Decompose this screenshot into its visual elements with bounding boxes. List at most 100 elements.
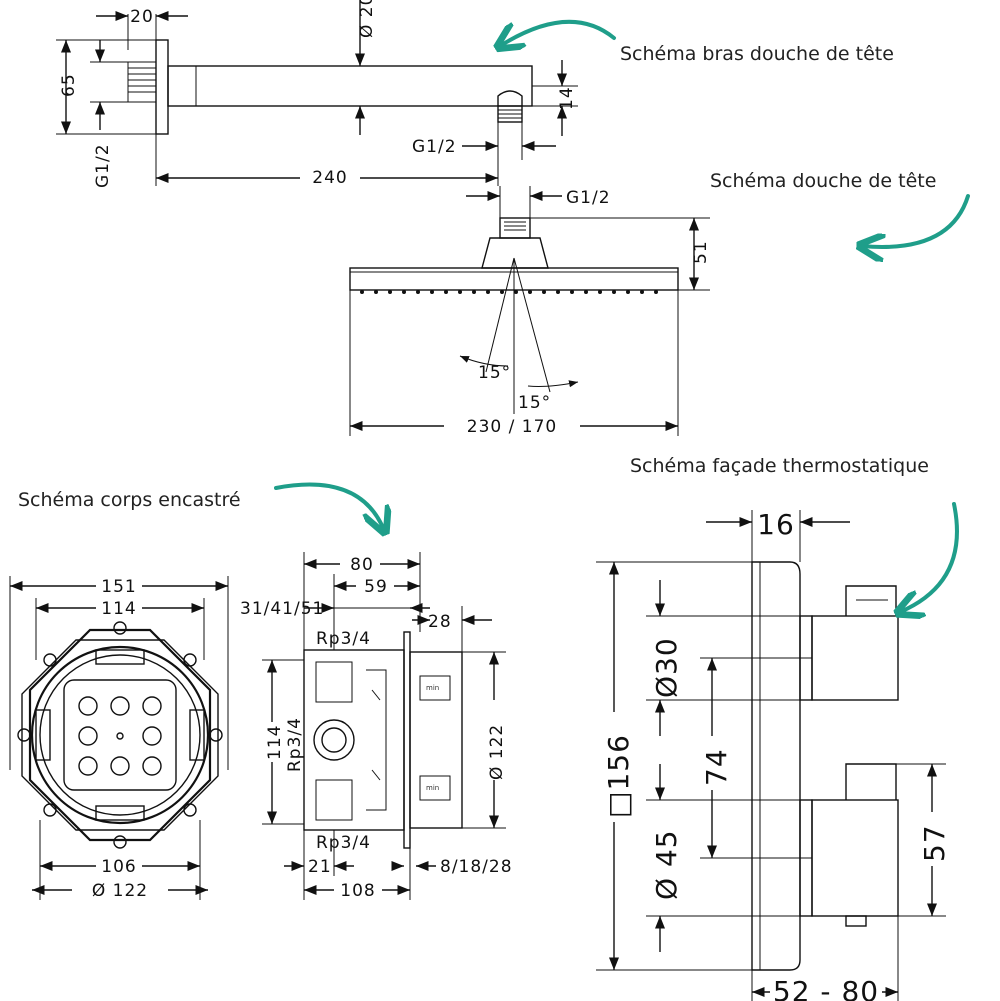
body-front-holes [17,621,223,849]
body-hole [78,696,98,716]
nozzle-dot [444,290,448,294]
dim-facade-knob: 57 [918,824,951,862]
arm-tube [167,65,533,107]
body-hole [142,696,162,716]
nozzle-dot [388,290,392,294]
dim-body-flange: 28 [428,612,452,632]
body-hole [142,756,162,776]
body-mount-hole [209,728,223,742]
dim-body-bottom-inner: 106 [101,857,136,877]
dim-arm-outlet-height: 14 [557,86,577,110]
dim-facade-projection: 52 - 80 [773,975,879,1001]
thermostatic-facade-drawing: 16 □156 Ø30 74 Ø 45 57 [596,508,951,1001]
dim-arm-length: 240 [312,168,347,188]
body-hole [78,726,98,746]
nozzle-dot [360,290,364,294]
dim-body-depth-59: 59 [364,577,388,597]
svg-text:min: min [426,784,439,792]
dim-body-bottom-21: 21 [308,857,332,877]
arm-wall-thread [127,61,157,103]
nozzle-dot [430,290,434,294]
body-hole [116,732,124,740]
nozzle-dot [514,290,518,294]
nozzle-dot [598,290,602,294]
nozzle-dot [486,290,490,294]
dim-head-angle-1: 15° [478,363,511,383]
nozzle-dot [612,290,616,294]
nozzle-dot [528,290,532,294]
body-mount-hole [43,803,57,817]
dim-facade-d45: Ø 45 [650,829,683,900]
nozzle-dot [416,290,420,294]
dim-body-diameter: Ø 122 [487,724,507,780]
facade-plate [751,561,801,971]
dim-arm-wall-depth: 20 [130,7,154,27]
facade-lower-handle [811,799,899,917]
dim-head-height: 51 [691,240,711,264]
body-mount-hole [183,653,197,667]
body-front-ring [30,645,210,825]
dim-head-thread: G1/2 [566,188,611,208]
nozzle-dot [500,290,504,294]
dim-arm-thread-outlet: G1/2 [412,137,457,157]
caption-body: Schéma corps encastré [18,489,241,511]
svg-text:min: min [426,684,439,692]
dim-facade-spacing: 74 [700,748,733,786]
dim-body-outer: 151 [101,577,136,597]
dim-facade-depth: 16 [757,508,795,541]
body-mount-hole [17,728,31,742]
nozzle-dot [472,290,476,294]
body-mount-hole [113,835,127,849]
dim-body-bottom-range: 8/18/28 [440,857,513,877]
label-rp-top: Rp3/4 [316,629,371,649]
dim-facade-d30: Ø30 [650,637,683,698]
nozzle-dot [542,290,546,294]
dim-body-depth-range: 31/41/51 [240,599,324,619]
nozzle-dot [584,290,588,294]
facade-upper-handle [811,615,899,701]
concealed-body-front-drawing: 151 114 106 Ø 122 [9,574,229,901]
dim-body-bottom-diameter: Ø 122 [92,881,148,901]
caption-head: Schéma douche de tête [710,170,936,192]
nozzle-dot [626,290,630,294]
shower-head-drawing: 15° 15° G1/2 51 230 / 170 [349,186,711,438]
body-mount-hole [43,653,57,667]
concealed-body-side-drawing: min min 80 59 31/41/51 28 Rp3/4 Rp3/4 Rp3… [240,552,513,901]
nozzle-dot [402,290,406,294]
nozzle-dot [374,290,378,294]
body-hole [110,696,130,716]
nozzle-dot [654,290,658,294]
arm-wall-flange [155,39,169,135]
dim-arm-thread-left: G1/2 [93,143,113,188]
head-nozzles [360,290,658,294]
label-rp-bottom: Rp3/4 [316,833,371,853]
nozzle-dot [570,290,574,294]
label-rp-side: Rp3/4 [285,717,305,772]
dim-body-side-height: 114 [265,725,285,760]
teal-arrow-facade [900,502,959,612]
nozzle-dot [556,290,560,294]
nozzle-dot [640,290,644,294]
nozzle-dot [458,290,462,294]
teal-arrow-head [862,194,970,247]
body-mount-hole [113,621,127,635]
head-connector [499,217,531,239]
body-hole [78,756,98,776]
teal-arrow-arm [500,19,616,46]
body-side-cartridge [409,651,463,829]
dim-body-inner: 114 [101,599,136,619]
body-mount-hole [183,803,197,817]
caption-group: Schéma bras douche de tête Schéma douche… [18,19,970,612]
dim-body-depth-80: 80 [350,555,374,575]
dim-head-angle-2: 15° [518,393,551,413]
body-hole [142,726,162,746]
caption-arm: Schéma bras douche de tête [620,43,894,65]
dim-head-width: 230 / 170 [467,417,557,437]
shower-arm-drawing: 20 Ø 20 65 G1/2 14 G1/2 240 [56,0,578,188]
dim-arm-height: 65 [59,73,79,97]
body-hole [110,756,130,776]
teal-arrow-body [274,482,384,530]
dim-facade-square: □156 [602,734,635,818]
dim-arm-diameter: Ø 20 [357,0,377,38]
